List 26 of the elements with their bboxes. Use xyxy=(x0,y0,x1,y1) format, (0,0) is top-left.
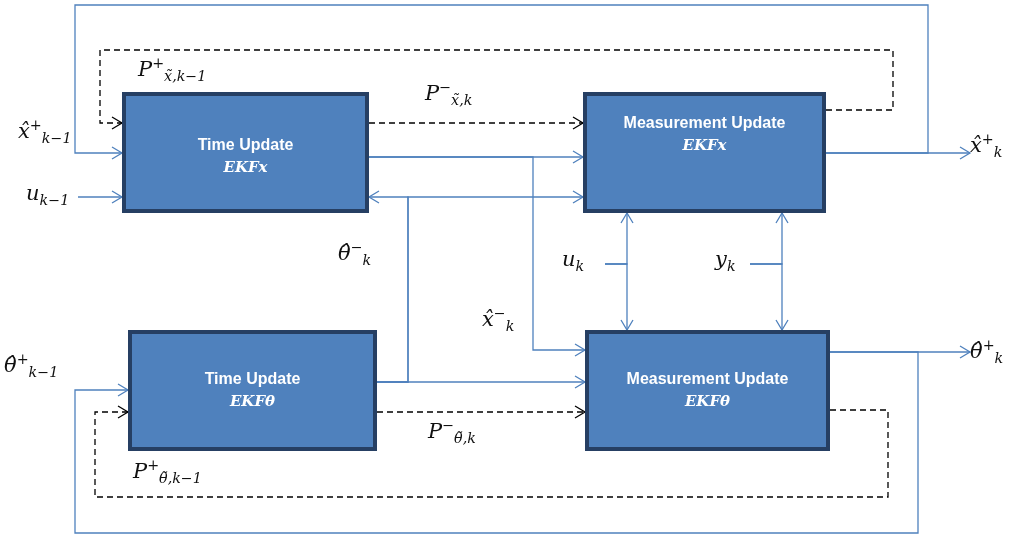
signal-label: u$_{k}$ xyxy=(562,246,605,280)
box-subtitle: EKFθ xyxy=(229,392,276,410)
process-box xyxy=(128,330,377,451)
box-title: Time Update xyxy=(197,136,294,154)
process-box xyxy=(585,330,830,451)
arrow xyxy=(99,49,894,130)
arrow xyxy=(77,190,123,204)
box-subtitle: EKFx xyxy=(682,136,727,154)
arrow xyxy=(74,351,919,534)
arrow xyxy=(749,263,789,331)
signal-label: u$_{k−1}$ xyxy=(26,180,78,214)
arrow xyxy=(94,405,889,498)
arrow xyxy=(376,375,586,389)
arrow xyxy=(368,116,584,130)
arrow xyxy=(376,405,586,419)
box-title: Time Update xyxy=(204,370,301,388)
arrow xyxy=(74,4,929,160)
box-subtitle: EKFx xyxy=(223,158,268,176)
arrow xyxy=(368,156,586,357)
box-title: Measurement Update xyxy=(623,114,786,132)
process-box xyxy=(583,92,826,213)
box-title: Measurement Update xyxy=(626,370,789,388)
box-subtitle: EKFθ xyxy=(684,392,731,410)
signal-label: y$_{k}$ xyxy=(715,246,750,280)
arrow xyxy=(604,263,634,331)
process-box xyxy=(122,92,369,213)
